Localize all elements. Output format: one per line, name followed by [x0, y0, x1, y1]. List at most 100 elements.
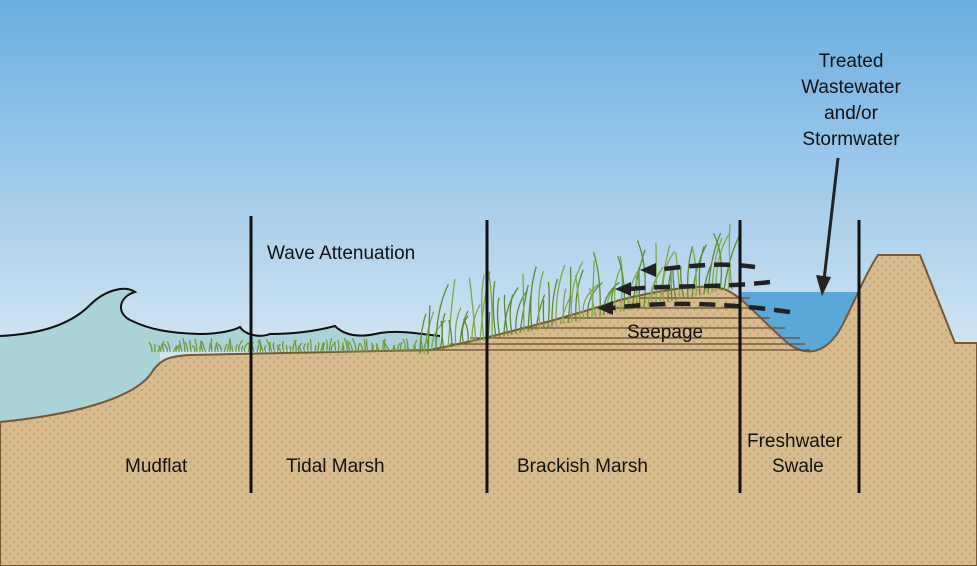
grass-blade	[402, 338, 406, 353]
grass-blade	[468, 277, 477, 343]
label-brackish-marsh: Brackish Marsh	[517, 456, 648, 477]
grass-blade	[441, 312, 446, 350]
grass-blade	[551, 278, 559, 327]
grass-blade	[481, 274, 485, 341]
grass-blade	[522, 273, 525, 333]
grass-blade	[351, 338, 357, 353]
grass-blade	[567, 266, 572, 324]
grass-blade	[691, 244, 707, 298]
grass-blade	[316, 341, 320, 353]
grass-blade	[562, 288, 567, 324]
grass-blade	[463, 318, 469, 345]
grass-blade	[359, 343, 364, 353]
label-mudflat: Mudflat	[125, 456, 188, 477]
grass-blade	[293, 339, 297, 353]
grass-blade	[509, 294, 514, 335]
grass-blade	[357, 342, 361, 353]
inflow-arrow	[816, 157, 840, 296]
grass-blade	[496, 297, 501, 338]
grass-blade	[201, 342, 207, 353]
grass-blade	[292, 339, 297, 353]
grass-blade	[281, 340, 285, 353]
grass-blade	[461, 315, 469, 346]
grass-blade	[659, 244, 671, 304]
grass-blade	[392, 345, 396, 353]
grass-blade	[391, 344, 396, 353]
grass-blade	[365, 339, 369, 353]
grass-blade	[712, 232, 723, 291]
grass-blade	[555, 264, 566, 326]
grass-blade	[297, 342, 303, 353]
grass-blade	[178, 344, 181, 353]
grass-blade	[307, 342, 309, 353]
grass-blade	[680, 265, 685, 299]
grass-blade	[325, 339, 328, 353]
grass-blade	[322, 342, 326, 353]
grass-blade	[276, 344, 282, 353]
grass-blade	[337, 339, 340, 353]
grass-blade	[574, 275, 581, 321]
grass-blade	[247, 342, 250, 353]
label-freshwater: Freshwater	[747, 431, 843, 452]
grass-blade	[189, 339, 192, 353]
grass-blade	[319, 342, 324, 353]
grass-blade	[157, 345, 160, 353]
grass-blade	[340, 342, 344, 353]
grass-blade	[256, 344, 260, 353]
grass-blade	[582, 283, 600, 320]
grass-blade	[333, 341, 336, 353]
grass-blade	[547, 281, 550, 328]
grass-blade	[269, 341, 273, 353]
grass-blade	[257, 340, 262, 353]
label-treated-4: Stormwater	[802, 129, 900, 150]
grass-blade	[487, 271, 493, 339]
grass-blade	[223, 343, 228, 353]
grass-blade	[589, 287, 597, 318]
grass-blade	[178, 340, 183, 353]
grass-blade	[214, 341, 219, 353]
grass-blade	[241, 345, 244, 353]
grass-blade	[226, 338, 231, 353]
label-treated-3: and/or	[824, 103, 879, 124]
label-treated-1: Treated	[819, 51, 884, 72]
grass-blade	[375, 343, 381, 353]
grass-blade	[448, 319, 453, 348]
grass-blade	[272, 341, 276, 353]
label-treated-2: Wastewater	[801, 77, 901, 98]
grass-blade	[162, 340, 165, 353]
grass-blade	[405, 338, 409, 353]
grass-blade	[303, 343, 307, 353]
grass-blade	[172, 345, 178, 353]
grass-blade	[313, 344, 317, 353]
grass-blade	[423, 311, 435, 355]
grass-blade	[215, 342, 219, 353]
grass-blade	[194, 338, 198, 353]
grass-blade	[399, 341, 403, 353]
grass-blade	[277, 343, 281, 353]
grass-blade	[265, 338, 271, 353]
grass-blade	[675, 252, 681, 300]
grass-blade	[662, 250, 676, 303]
grass-blade	[603, 281, 620, 316]
grass-blade	[383, 338, 387, 353]
grass-blade	[208, 342, 211, 353]
grass-blade	[503, 287, 519, 337]
grass-blade	[431, 319, 447, 352]
grass-blade	[435, 283, 449, 351]
grass-blade	[570, 261, 584, 323]
grass-blade	[619, 255, 623, 313]
grass-blade	[412, 339, 418, 353]
grass-blade	[163, 343, 168, 353]
grass-blade	[617, 256, 626, 312]
grass-blade	[530, 266, 537, 331]
seepage-flow-arrows	[611, 262, 791, 315]
grass-blade	[289, 345, 292, 353]
grass-blade	[348, 341, 354, 353]
grass-blade	[191, 344, 196, 353]
label-wave-attenuation: Wave Attenuation	[267, 243, 415, 264]
zone-dividers	[249, 216, 861, 493]
grass-blade	[515, 289, 528, 334]
grass-blade	[728, 223, 733, 291]
grass-blade	[184, 341, 189, 353]
